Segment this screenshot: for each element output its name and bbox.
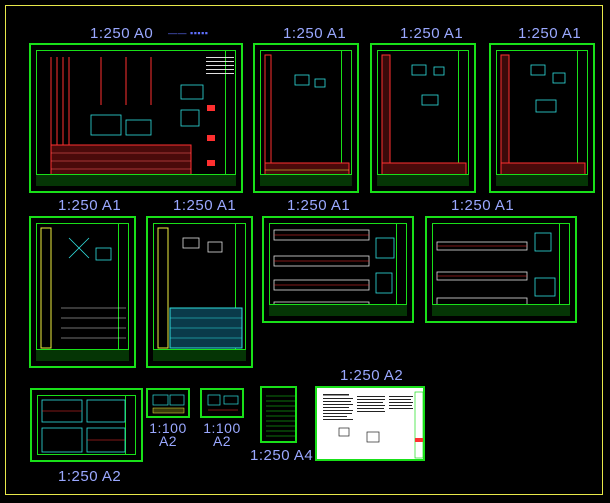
sheet-scale-label: 1:250 A2 [340, 367, 404, 384]
structural-plan-drawing [264, 54, 350, 178]
detail-drawing [207, 394, 239, 411]
structural-plan-drawing [50, 57, 234, 180]
sheet-scale-label: 1:250 A0 [90, 25, 154, 42]
sheet-scale-label: 1:100 A2 [203, 420, 241, 449]
drawing-frame [5, 5, 603, 495]
drawing-sheet-a0[interactable] [29, 43, 243, 193]
sheet-scale-label: 1:250 A1 [58, 197, 122, 214]
structural-plan-drawing [381, 54, 467, 178]
sheet-scale-label: 1:250 A1 [173, 197, 237, 214]
drawing-sheet-a2[interactable] [30, 388, 143, 462]
drawing-sheet-a1[interactable] [489, 43, 595, 193]
drawing-sheet-a1[interactable] [29, 216, 136, 368]
general-notes-text [323, 391, 424, 459]
drawing-sheet-small[interactable] [146, 388, 190, 418]
drawing-sheet-a1[interactable] [370, 43, 476, 193]
structural-plan-drawing [500, 54, 586, 178]
elevation-drawing [273, 229, 395, 311]
sheet-scale-label: 1:250 A1 [283, 25, 347, 42]
sheet-scale-label: 1:100 A2 [149, 420, 187, 449]
drawing-index-table [266, 395, 295, 437]
sheet-scale-label: 1:250 A1 [400, 25, 464, 42]
sheet-scale-label: 1:250 A4 [250, 447, 314, 464]
detail-drawing [152, 394, 185, 414]
sheet-scale-label: 1:250 A2 [58, 468, 122, 485]
detail-drawing [41, 399, 126, 453]
drawing-sheet-a1[interactable] [146, 216, 253, 368]
structural-plan-drawing [40, 227, 126, 349]
drawing-sheet-small[interactable] [200, 388, 244, 418]
sheet-scale-label: 1:250 A1 [451, 197, 515, 214]
structural-plan-drawing [157, 227, 243, 349]
drawing-sheet-a1[interactable] [262, 216, 414, 323]
sheet-scale-label: 1:250 A1 [287, 197, 351, 214]
sheet-legend: —— ▪▪▪▪▪ [168, 28, 209, 38]
drawing-notes-sheet[interactable] [315, 386, 425, 461]
drawing-sheet-a1[interactable] [425, 216, 577, 323]
drawing-list-sheet[interactable] [260, 386, 297, 443]
drawing-sheet-a1[interactable] [253, 43, 359, 193]
sheet-scale-label: 1:250 A1 [518, 25, 582, 42]
